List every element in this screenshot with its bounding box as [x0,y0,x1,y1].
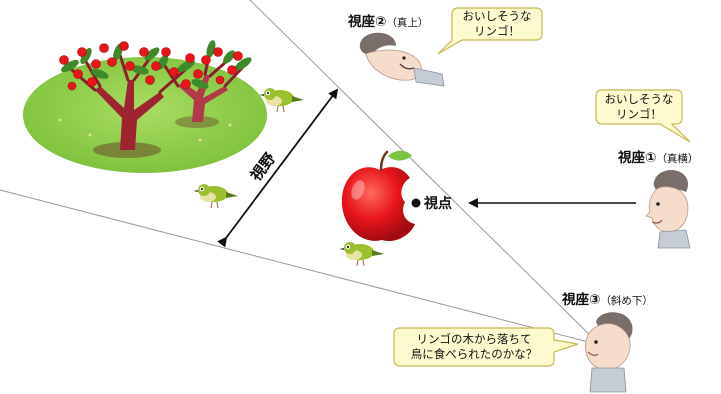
viewer-label-top: 視座②（真上） [348,10,428,30]
bubble-text-low: リンゴの木から落ちて 鳥に食べられたのかな？ [394,332,554,362]
bubble-line: おいしそうな [462,9,532,23]
bubble-text-top: おいしそうな リンゴ！ [452,9,542,39]
bird-icon [259,88,304,113]
viewer-note: （真横） [656,153,699,165]
viewer-name: 視座② [348,14,387,30]
viewer-label-side: 視座①（真横） [618,146,698,166]
person-head-icon [585,312,633,393]
bubble-line: リンゴ！ [616,107,662,121]
speech-bubble-icon [595,89,691,143]
fov-line-lower [0,189,601,346]
speech-bubble-icon [393,327,579,367]
viewpoint-dot [411,198,421,208]
viewpoint-label: 視点 [423,195,452,212]
fov-line-upper [249,0,601,346]
speech-bubble-icon [437,7,543,55]
viewer-name: 視座① [618,150,657,166]
apple-tree-icon [23,40,267,173]
bubble-line: 鳥に食べられたのかな？ [410,347,538,361]
viewer-label-low: 視座③（斜め下） [562,288,653,308]
viewer-name: 視座③ [562,292,601,308]
viewer-note: （斜め下） [600,295,653,307]
bubble-line: リンゴ！ [474,24,520,38]
person-head-icon [645,169,691,249]
person-head-icon [359,32,445,87]
fov-arrow [217,88,339,248]
apple-icon [341,150,415,242]
bubble-line: おいしそうな [604,92,674,106]
viewer-note: （真上） [386,17,429,29]
fov-label: 視野 [246,150,279,186]
bird-icon [339,242,384,267]
bird-icon [193,184,238,209]
bubble-line: リンゴの木から落ちて [416,332,532,346]
bubble-text-side: おいしそうな リンゴ！ [596,92,682,122]
